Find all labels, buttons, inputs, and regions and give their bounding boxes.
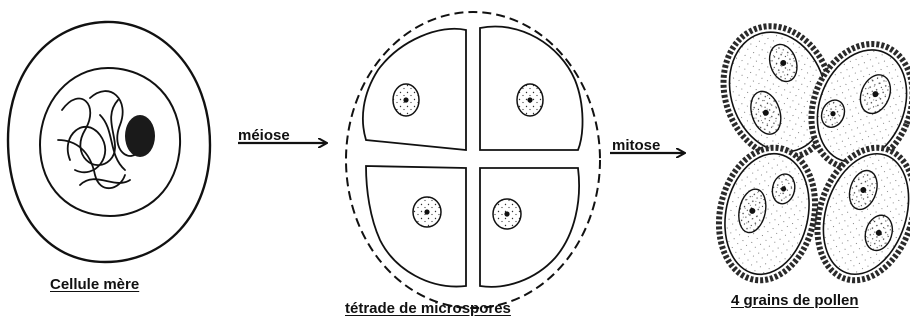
microspore-nuclei bbox=[393, 84, 543, 229]
tetrad-wall bbox=[346, 12, 600, 308]
microspore-bottom-left bbox=[366, 166, 466, 287]
mother-cell-nucleus bbox=[40, 68, 180, 216]
label-meiosis: méiose bbox=[238, 127, 290, 145]
label-tetrad: tétrade de microspores bbox=[345, 300, 511, 318]
microspore-bottom-right bbox=[480, 168, 579, 287]
label-mitosis: mitose bbox=[612, 137, 660, 155]
tetrad bbox=[346, 12, 600, 308]
pollen-grain-3 bbox=[707, 139, 827, 290]
mother-cell-nucleolus bbox=[125, 115, 155, 157]
pollen-grain-4 bbox=[801, 135, 910, 293]
label-mother-cell: Cellule mère bbox=[50, 276, 139, 294]
mother-cell bbox=[8, 22, 210, 262]
label-pollen: 4 grains de pollen bbox=[731, 292, 859, 310]
pollen-grains bbox=[707, 12, 910, 293]
